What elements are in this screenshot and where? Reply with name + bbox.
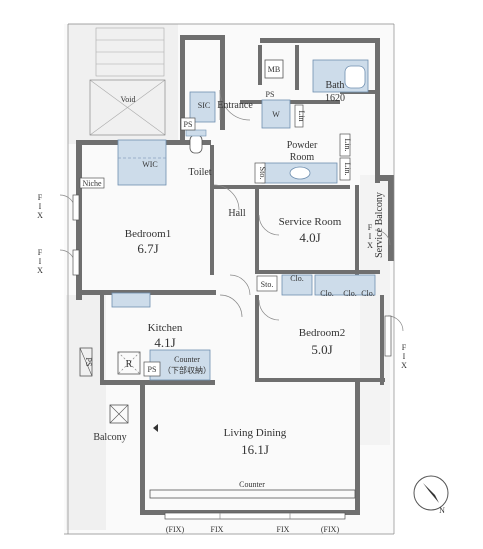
powder-room-label-2: Room [290, 152, 315, 163]
fix-bottom-2: FIX [211, 525, 224, 534]
service-room-size: 4.0J [299, 230, 320, 245]
ps-top-label: PS [266, 90, 275, 99]
kitchen-counter-note: （下部収納） [163, 365, 211, 375]
toilet-label: Toilet [188, 167, 211, 178]
living-counter-label: Counter [239, 480, 265, 489]
kitchen-size: 4.1J [154, 335, 175, 350]
clo-sr-label: Clo. [290, 274, 304, 283]
living-dining-size: 16.1J [241, 442, 269, 457]
door-swings [59, 89, 404, 332]
lin-b-label: Lin. [343, 162, 352, 175]
ps-left-label: PS [184, 120, 193, 129]
entrance-label: Entrance [217, 100, 253, 111]
walls [76, 35, 394, 515]
sic-fixture [189, 91, 216, 123]
clo2-label: Clo. [343, 289, 357, 298]
kitchen-stove [111, 292, 151, 308]
lin-a-label: Lin. [343, 138, 352, 151]
east-slab [360, 175, 390, 445]
niche-label: Niche [82, 179, 102, 188]
lin-top-label: Lin [297, 110, 306, 121]
closet-service-room [281, 274, 313, 296]
clo3-label: Clo. [361, 289, 375, 298]
sto-mid-label: Sto. [261, 280, 274, 289]
kitchen-label: Kitchen [148, 322, 183, 334]
living-marker [153, 424, 158, 432]
compass-n-label: N [439, 506, 445, 515]
hall-label: Hall [228, 208, 245, 219]
north-arrow-icon [423, 483, 439, 503]
bedroom2-size: 5.0J [311, 342, 332, 357]
fix-bottom-3: FIX [277, 525, 290, 534]
fix-bottom-4: (FIX) [321, 525, 340, 534]
closet-bedroom2 [314, 274, 376, 296]
mb-label: MB [268, 65, 280, 74]
r-label: R [126, 359, 133, 370]
wic-fixture [117, 139, 167, 186]
clo1-label: Clo. [320, 289, 334, 298]
windows [72, 194, 392, 520]
ps-kitchen-side-label: PS [84, 358, 93, 367]
void-frame [89, 79, 166, 136]
void-label: Void [121, 95, 136, 104]
sic-label: SIC [198, 101, 210, 110]
toilet-bowl [189, 134, 203, 154]
balcony-slab [66, 295, 106, 530]
bath-size: 1620 [325, 93, 345, 104]
powder-room-label-1: Powder [287, 140, 318, 151]
fix-bottom-1: (FIX) [166, 525, 185, 534]
bedroom1-label: Bedroom1 [125, 228, 171, 240]
service-balcony-label: Service Balcony [374, 192, 385, 258]
void-area [68, 24, 178, 144]
outer-frame [64, 23, 395, 535]
sto-hall-label: Sto. [258, 167, 267, 180]
bedroom2-label: Bedroom2 [299, 327, 345, 339]
wic-label: WIC [142, 160, 158, 169]
w-label: W [272, 110, 280, 119]
living-dining-label: Living Dining [224, 427, 287, 439]
washer-fixture [261, 99, 291, 129]
kitchen-counter-label: Counter [174, 355, 200, 364]
bath-label: Bath [326, 80, 345, 91]
living-counter [149, 489, 356, 499]
bedroom1-size: 6.7J [137, 241, 158, 256]
compass: N [413, 475, 449, 515]
ps-kitchen-label: PS [148, 365, 157, 374]
balcony-label: Balcony [93, 432, 126, 443]
service-room-label: Service Room [279, 216, 342, 228]
